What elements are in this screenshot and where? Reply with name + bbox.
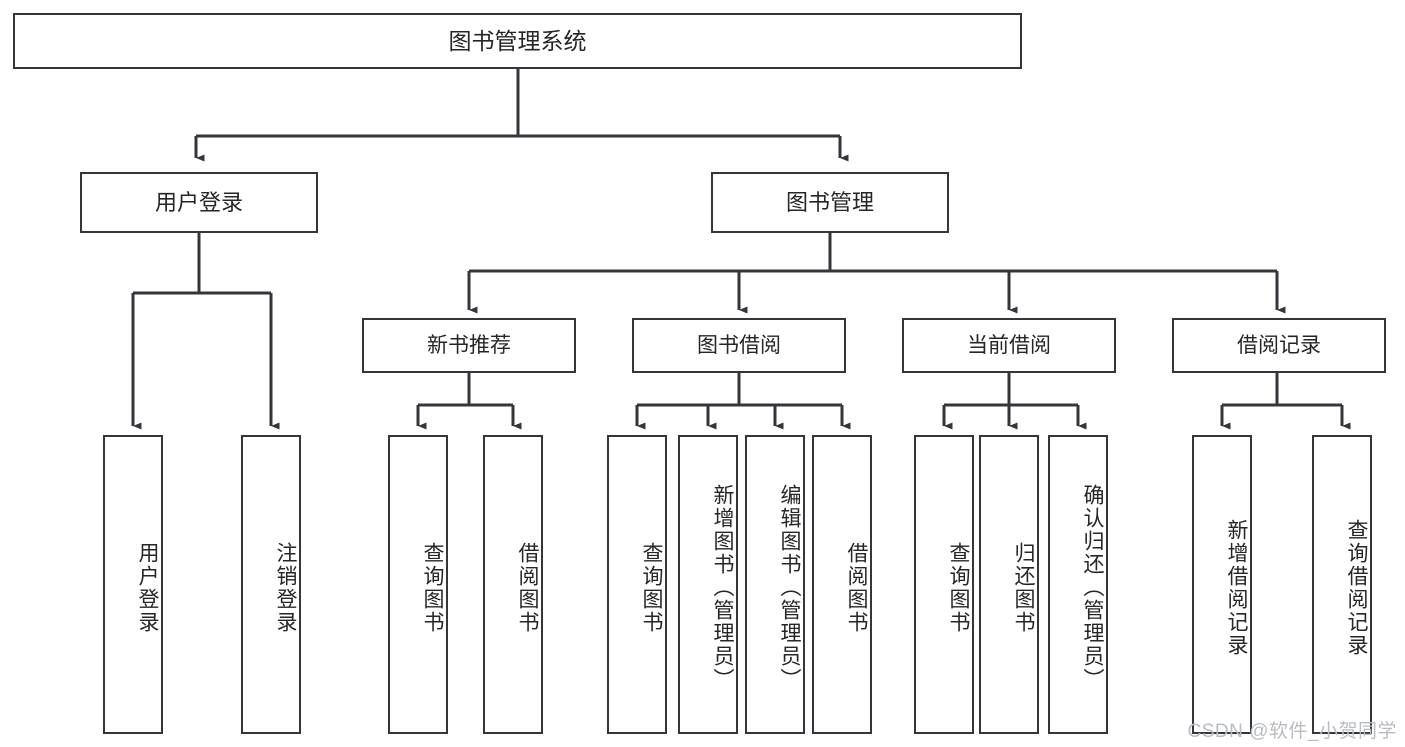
node-borrow-record[interactable]: 借阅记录 — [1172, 318, 1386, 373]
node-new-book-recommend-label: 新书推荐 — [427, 333, 511, 357]
node-leaf-query-book-3-label: 查询图书 — [947, 541, 970, 634]
node-leaf-confirm-return-label: 确认归还（管理员） — [1081, 484, 1104, 691]
csdn-watermark: CSDN @软件_小贺同学 — [1187, 721, 1397, 742]
node-borrow-record-label: 借阅记录 — [1237, 333, 1321, 357]
node-leaf-borrow-book-1-label: 借阅图书 — [516, 541, 539, 634]
node-leaf-edit-book-label: 编辑图书（管理员） — [778, 484, 801, 691]
node-leaf-user-login[interactable]: 用户登录 — [103, 435, 163, 734]
node-leaf-query-record-label: 查询借阅记录 — [1345, 518, 1368, 657]
node-leaf-logout-login[interactable]: 注销登录 — [241, 435, 301, 734]
node-current-borrow[interactable]: 当前借阅 — [902, 318, 1116, 373]
node-leaf-query-book-3[interactable]: 查询图书 — [914, 435, 974, 734]
node-leaf-return-book-label: 归还图书 — [1012, 541, 1035, 634]
node-leaf-edit-book[interactable]: 编辑图书（管理员） — [745, 435, 805, 734]
node-leaf-user-login-label: 用户登录 — [136, 541, 159, 634]
node-book-management-label: 图书管理 — [785, 189, 874, 215]
node-leaf-return-book[interactable]: 归还图书 — [979, 435, 1039, 734]
node-book-borrow[interactable]: 图书借阅 — [632, 318, 846, 373]
node-leaf-logout-login-label: 注销登录 — [274, 541, 297, 634]
node-leaf-borrow-book-2-label: 借阅图书 — [845, 541, 868, 634]
node-book-management[interactable]: 图书管理 — [711, 172, 949, 233]
node-leaf-query-book-2-label: 查询图书 — [640, 541, 663, 634]
node-current-borrow-label: 当前借阅 — [967, 333, 1051, 357]
node-user-login[interactable]: 用户登录 — [80, 172, 318, 233]
node-leaf-query-book-1-label: 查询图书 — [421, 541, 444, 634]
node-leaf-add-record-label: 新增借阅记录 — [1225, 518, 1248, 657]
node-leaf-query-book-1[interactable]: 查询图书 — [388, 435, 448, 734]
node-new-book-recommend[interactable]: 新书推荐 — [362, 318, 576, 373]
node-user-login-label: 用户登录 — [154, 189, 243, 215]
node-leaf-query-record[interactable]: 查询借阅记录 — [1312, 435, 1372, 734]
node-leaf-add-record[interactable]: 新增借阅记录 — [1192, 435, 1252, 734]
node-leaf-add-book-label: 新增图书（管理员） — [711, 484, 734, 691]
node-leaf-confirm-return[interactable]: 确认归还（管理员） — [1048, 435, 1108, 734]
node-book-borrow-label: 图书借阅 — [697, 333, 781, 357]
node-leaf-query-book-2[interactable]: 查询图书 — [607, 435, 667, 734]
node-root-system[interactable]: 图书管理系统 — [13, 13, 1022, 69]
node-leaf-borrow-book-1[interactable]: 借阅图书 — [483, 435, 543, 734]
node-root-label: 图书管理系统 — [448, 27, 587, 54]
node-leaf-borrow-book-2[interactable]: 借阅图书 — [812, 435, 872, 734]
node-leaf-add-book[interactable]: 新增图书（管理员） — [678, 435, 738, 734]
